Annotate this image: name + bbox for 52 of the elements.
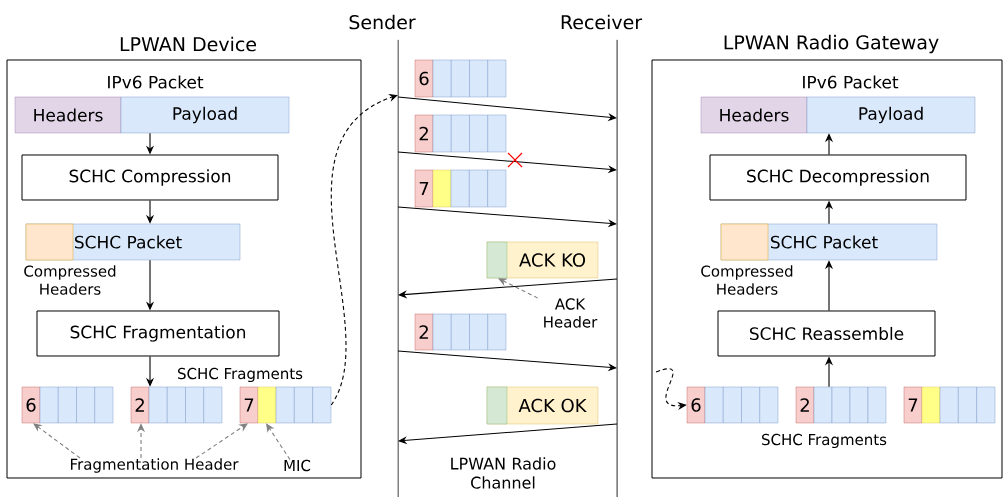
fragment: 7 xyxy=(903,386,996,424)
node-label: 2 xyxy=(419,325,428,339)
process-box: SCHC Reassemble xyxy=(717,310,936,357)
process-box: SCHC Fragmentation xyxy=(36,310,280,357)
arrow xyxy=(398,278,618,299)
fragment: 7 xyxy=(414,169,507,208)
annotation-text: Fragmentation Header xyxy=(71,458,239,473)
text-label: LPWAN Radio Channel xyxy=(451,457,556,489)
node-label: 7 xyxy=(908,398,918,412)
node-label: LPWAN Radio Gateway xyxy=(724,34,939,54)
text-label: SCHC Fragments xyxy=(762,433,887,449)
ack-message: ACK KO xyxy=(486,241,599,279)
fragment: 6 xyxy=(686,386,779,424)
fragment: 6 xyxy=(21,386,114,424)
process-box: SCHC Decompression xyxy=(709,154,967,201)
leader-line xyxy=(33,423,81,459)
node-label: 6 xyxy=(691,398,701,412)
node-label: 7 xyxy=(419,181,429,196)
payload-field: Payload xyxy=(806,96,976,134)
text-label: SCHC Fragments xyxy=(178,367,303,383)
leader-line xyxy=(195,423,248,459)
fragment: 2 xyxy=(414,114,507,153)
text-label: IPv6 Packet xyxy=(803,75,899,89)
text-label: Compressed Headers xyxy=(24,265,116,295)
leader-line xyxy=(266,423,291,461)
node-label: 6 xyxy=(26,398,36,412)
fragment: 2 xyxy=(795,386,887,424)
process-box: SCHC Compression xyxy=(21,154,279,201)
text-label: IPv6 Packet xyxy=(108,75,204,89)
payload-field: Payload xyxy=(120,96,290,134)
participant-label: Receiver xyxy=(561,14,643,30)
fragment: 2 xyxy=(414,313,507,351)
header-field: Headers xyxy=(700,96,808,134)
arrow xyxy=(330,94,398,406)
fragment: 7 xyxy=(239,386,332,424)
ack-message: ACK OK xyxy=(486,386,599,425)
packet-bar: SCHC Packet xyxy=(720,223,938,261)
node-label: 2 xyxy=(135,398,144,412)
node-label: 2 xyxy=(419,126,428,141)
annotation-text: ACK Header xyxy=(544,298,598,328)
node-label: 6 xyxy=(419,71,429,86)
packet-bar: SCHC Packet xyxy=(25,223,241,261)
fragment: 6 xyxy=(414,59,507,98)
node-label: LPWAN Device xyxy=(120,36,257,52)
participant-label: Sender xyxy=(349,14,416,30)
node-label: 7 xyxy=(244,398,254,412)
leader-line xyxy=(498,278,539,299)
arrow xyxy=(398,423,618,445)
text-label: Compressed Headers xyxy=(701,265,793,295)
annotation-text: MIC xyxy=(284,459,311,472)
header-field: Headers xyxy=(14,96,122,134)
fragment: 2 xyxy=(130,386,223,424)
